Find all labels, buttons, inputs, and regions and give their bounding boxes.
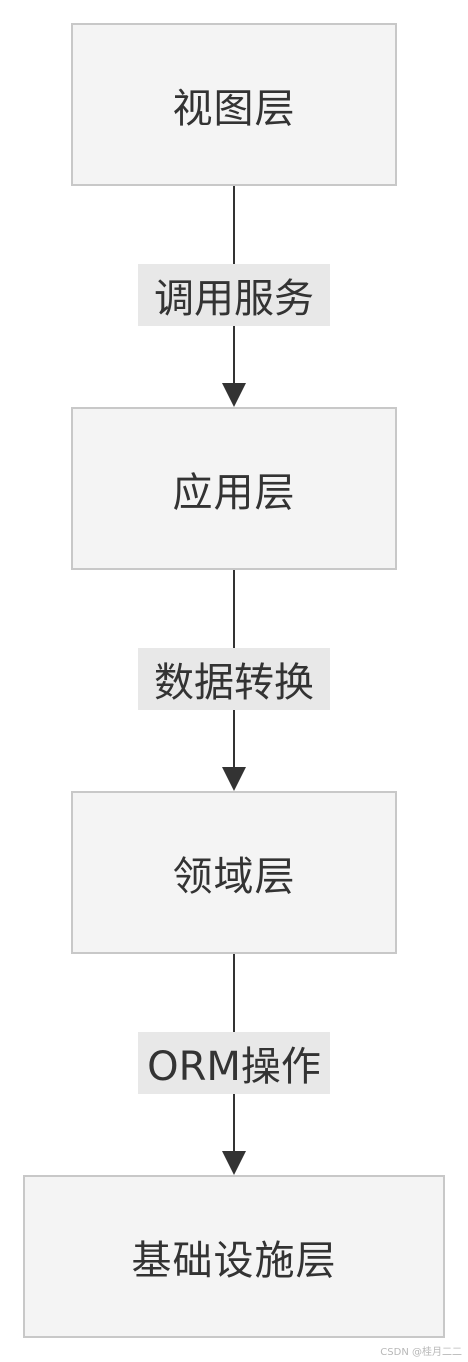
node-infrastructure-layer-label: 基础设施层	[131, 1237, 337, 1284]
edge-label-data-conversion: 数据转换	[138, 648, 330, 710]
edge-label-orm-operation: ORM操作	[138, 1032, 330, 1094]
node-domain-layer-label: 领域层	[172, 853, 296, 900]
node-application-layer: 应用层	[71, 407, 397, 570]
node-infrastructure-layer: 基础设施层	[23, 1175, 445, 1338]
node-domain-layer: 领域层	[71, 791, 397, 954]
edge-label-call-service-text: 调用服务	[154, 276, 314, 322]
watermark: CSDN @桂月二二	[380, 1347, 462, 1358]
edge-label-orm-operation-text: ORM操作	[147, 1044, 321, 1090]
edge-label-data-conversion-text: 数据转换	[154, 660, 314, 706]
node-view-layer-label: 视图层	[172, 85, 296, 132]
edge-label-call-service: 调用服务	[138, 264, 330, 326]
node-application-layer-label: 应用层	[172, 469, 296, 516]
node-view-layer: 视图层	[71, 23, 397, 186]
